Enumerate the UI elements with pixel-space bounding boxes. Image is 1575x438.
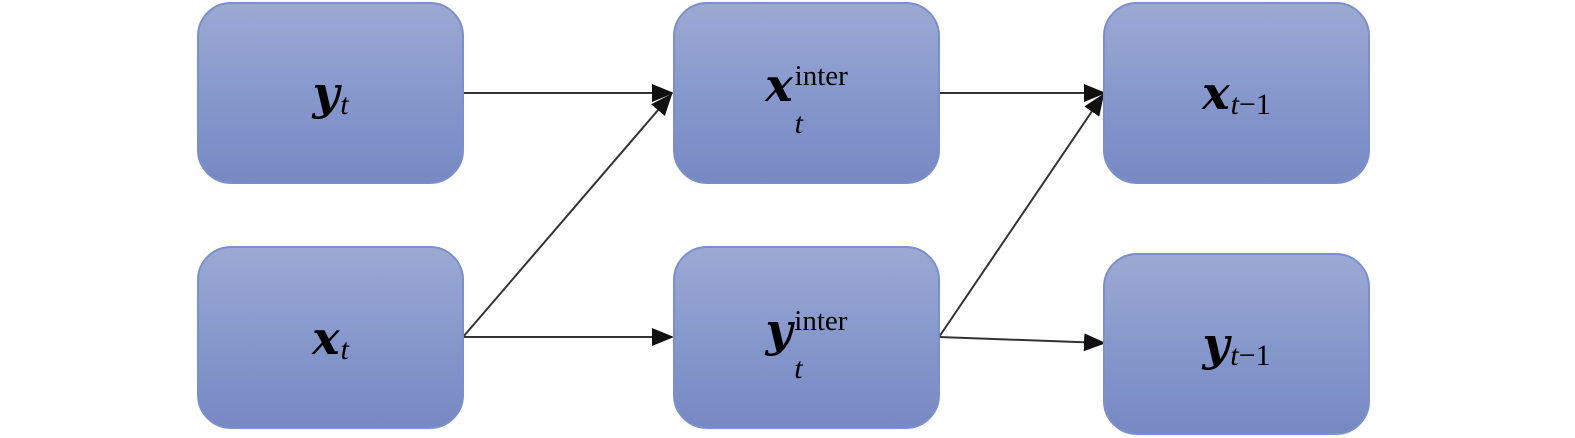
subscript: t−1 — [1230, 341, 1270, 371]
node-x-inter: x inter t — [673, 2, 940, 184]
subscript-offset: −1 — [1238, 88, 1271, 121]
symbol-main: x — [312, 310, 340, 365]
arrow-yinter-to-yprev — [938, 333, 1106, 352]
node-y-prev: y t−1 — [1103, 253, 1370, 435]
node-x-t: x t — [197, 246, 464, 429]
node-label: x inter t — [765, 58, 848, 139]
subscript: t−1 — [1231, 90, 1271, 120]
symbol-main: y — [312, 66, 340, 120]
node-label: y inter t — [765, 302, 848, 383]
symbol-main: x — [1202, 66, 1230, 120]
subscript: t — [340, 332, 349, 366]
scripts: inter t — [794, 60, 848, 139]
symbol-main: x — [765, 58, 793, 112]
node-y-inter: y inter t — [673, 246, 940, 429]
subscript-offset: −1 — [1238, 339, 1271, 372]
subscript-index: t — [340, 88, 349, 121]
subscript: t — [794, 351, 803, 385]
symbol-main: y — [765, 302, 793, 357]
node-label: x t — [312, 310, 349, 365]
subscript-index: t — [1230, 88, 1239, 121]
symbol-main: y — [1202, 317, 1230, 371]
superscript: inter — [794, 304, 848, 337]
node-label: y t — [312, 66, 348, 120]
arrow-yinter-to-xprev — [938, 93, 1105, 338]
scripts: inter t — [794, 304, 848, 383]
superscript: inter — [794, 60, 848, 92]
node-x-prev: x t−1 — [1103, 2, 1370, 184]
arrow-xt-to-xinter — [462, 93, 673, 338]
subscript-index: t — [340, 332, 349, 366]
node-label: y t−1 — [1202, 317, 1271, 371]
node-y-t: y t — [197, 2, 464, 184]
node-label: x t−1 — [1202, 66, 1271, 120]
subscript: t — [340, 90, 348, 120]
subscript-index: t — [1230, 339, 1239, 372]
subscript: t — [794, 107, 803, 140]
